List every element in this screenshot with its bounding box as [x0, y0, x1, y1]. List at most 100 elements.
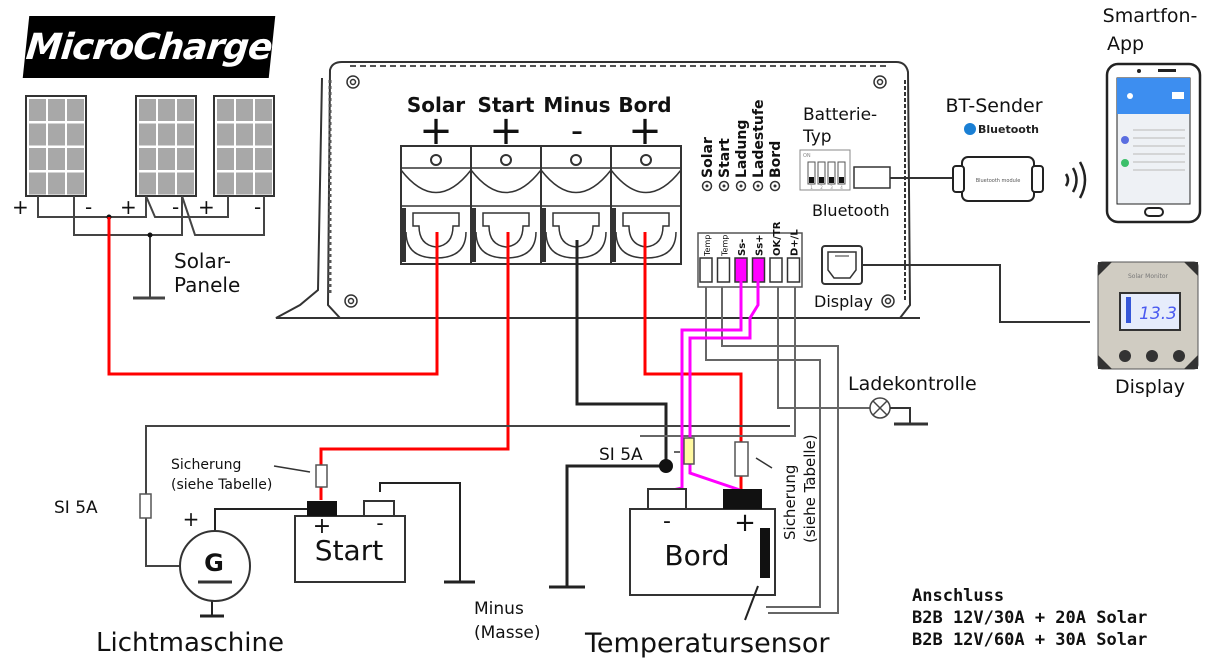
solar-cell: [255, 99, 272, 121]
status-leds: Solar Start Ladung Ladestufe Bord: [700, 100, 784, 192]
display-unit-title: Solar Monitor: [1128, 273, 1169, 280]
solar-cell: [29, 148, 46, 170]
terminal-label-solar: Solar: [407, 93, 465, 117]
solar-cell: [29, 123, 46, 146]
solar-cell: [236, 99, 253, 121]
connector-pin[interactable]: [734, 257, 748, 283]
si5a-left-label: SI 5A: [54, 498, 98, 518]
fuses: [139, 437, 773, 519]
sicherung-left-label-1: Sicherung: [171, 457, 241, 473]
junction-dot: [659, 459, 673, 473]
led-label-bord: Bord: [768, 141, 784, 178]
connection-info: Anschluss B2B 12V/30A + 20A Solar B2B 12…: [912, 585, 1147, 651]
solar-cell: [139, 123, 156, 146]
solar-cell: [139, 148, 156, 170]
solar-cell: [177, 148, 194, 170]
start-battery: + - Start: [294, 500, 406, 583]
solar-cell: [177, 172, 194, 195]
solar-cell: [217, 172, 234, 195]
dip-number: 4: [840, 185, 843, 190]
dip-switch-2[interactable]: [817, 161, 826, 185]
mount-screws: [344, 75, 895, 308]
bord-minus-sign: -: [663, 509, 671, 534]
bluetooth-port[interactable]: [853, 166, 891, 189]
solar-cell: [48, 123, 65, 146]
terminal-label-start: Start: [478, 93, 535, 117]
connector-pin[interactable]: [751, 257, 766, 283]
terminal-block: [400, 145, 682, 265]
bt-sender: BT-Sender Bluetooth Bluetooth module: [945, 95, 1087, 202]
start-plus-sign: +: [313, 514, 331, 539]
terminal-screw[interactable]: [500, 154, 512, 166]
connection-info-title: Anschluss: [912, 586, 1005, 606]
display-unit: Solar Monitor 13.3: [1097, 261, 1199, 370]
terminal-screw[interactable]: [430, 154, 442, 166]
solar-cell: [217, 148, 234, 170]
terminal-screw[interactable]: [640, 154, 652, 166]
ladekontrolle-label: Ladekontrolle: [848, 373, 977, 395]
connector-pin[interactable]: [716, 257, 731, 283]
connector-pin[interactable]: [699, 257, 713, 283]
dip-switch-3[interactable]: [827, 161, 836, 185]
fuse-bord: [734, 441, 749, 477]
connector-pin-label: Ss+: [755, 234, 766, 256]
solar-panel-1: [25, 95, 87, 197]
display-unit-label: Display: [1115, 376, 1185, 398]
dip-switch-1[interactable]: [807, 161, 816, 185]
connector-pin[interactable]: [769, 257, 783, 283]
bt-module-text: Bluetooth module: [976, 178, 1021, 184]
dip-on-label: ON: [803, 153, 811, 159]
bord-battery: - + Bord: [629, 488, 776, 621]
solar-cell: [236, 123, 253, 146]
smartphone: Smartfon- App: [1103, 5, 1202, 224]
wire-bord-positive: [643, 232, 743, 490]
terminal-label-minus: Minus: [543, 93, 610, 117]
bluetooth-icon: [964, 123, 976, 135]
wire-solar-positive: [107, 217, 439, 376]
bord-battery-minus-terminal: [647, 488, 687, 510]
solar-cell: [236, 148, 253, 170]
solar-cell: [48, 99, 65, 121]
solar-cell: [139, 172, 156, 195]
fuse-si5a-signal: [683, 437, 695, 465]
panel1-minus: -: [85, 195, 92, 219]
connection-info-line-2: B2B 12V/60A + 30A Solar: [912, 630, 1148, 650]
terminal-screw[interactable]: [570, 154, 582, 166]
smartphone-label-2: App: [1107, 33, 1144, 55]
bord-battery-plus-terminal: [723, 489, 762, 509]
solar-panel-label-2: Panele: [174, 273, 240, 297]
terminal-label-bord: Bord: [618, 93, 671, 117]
generator-symbol: G: [204, 549, 224, 577]
solar-cell: [177, 99, 194, 121]
panel3-minus: -: [254, 195, 261, 219]
sicherung-left-label-2: (siehe Tabelle): [171, 477, 272, 493]
connector-pin-label: D+/L: [790, 229, 801, 256]
bluetooth-brand: Bluetooth: [978, 123, 1039, 136]
bluetooth-port-label: Bluetooth: [812, 201, 890, 220]
wire-start-minus: [379, 482, 461, 582]
smartphone-label-1: Smartfon-: [1103, 5, 1198, 27]
charge-control-lamp: [869, 397, 928, 426]
panel-wiring: [37, 195, 265, 300]
sicherung-right-label-1: Sicherung: [781, 465, 799, 540]
panel2-minus: -: [172, 195, 179, 219]
battery-type-label-2: Typ: [802, 127, 832, 147]
start-battery-plus-terminal: [307, 501, 337, 516]
solar-cell: [177, 123, 194, 146]
solar-panel-2: [135, 95, 197, 197]
sicherung-right-label-2: (siehe Tabelle): [801, 434, 819, 543]
wire-generator-plus: [214, 508, 308, 540]
dip-switch-4[interactable]: [837, 161, 846, 185]
temperatursensor-label: Temperatursensor: [584, 628, 830, 659]
display-port[interactable]: [821, 245, 863, 285]
solar-cell: [29, 172, 46, 195]
bord-plus-sign: +: [734, 508, 756, 538]
panel3-plus: +: [198, 195, 215, 219]
fuse-start: [315, 464, 328, 488]
connector-pin-label: Temp: [721, 235, 730, 257]
solar-cell: [255, 172, 272, 195]
terminal-polarity-minus: -: [571, 111, 583, 151]
connector-pin[interactable]: [786, 257, 801, 283]
